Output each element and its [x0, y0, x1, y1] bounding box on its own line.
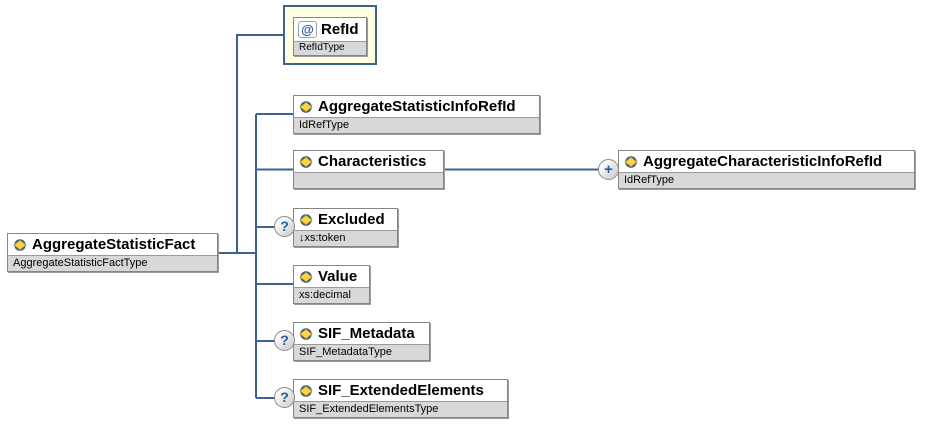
- attribute-name: RefId: [321, 21, 359, 38]
- element-title: AggregateCharacteristicInfoRefId: [619, 151, 914, 172]
- element-icon: [13, 238, 27, 251]
- element-icon: [299, 213, 313, 226]
- attributes-block: @ RefId RefIdType: [283, 5, 377, 65]
- element-title: Excluded: [294, 209, 397, 230]
- element-node-sif-metadata[interactable]: SIF_Metadata SIF_MetadataType: [293, 322, 430, 361]
- element-node-characteristics[interactable]: Characteristics: [293, 150, 444, 189]
- element-type: [294, 172, 443, 188]
- attribute-title: @ RefId: [294, 18, 366, 41]
- element-name: SIF_Metadata: [318, 325, 415, 342]
- element-icon: [299, 100, 313, 113]
- element-name: AggregateCharacteristicInfoRefId: [643, 153, 883, 170]
- element-node-aggregatestatisticfact[interactable]: AggregateStatisticFact AggregateStatisti…: [7, 233, 218, 272]
- element-title: SIF_ExtendedElements: [294, 380, 507, 401]
- element-node-value[interactable]: Value xs:decimal: [293, 265, 370, 304]
- element-type: IdRefType: [619, 172, 914, 188]
- element-title: Value: [294, 266, 369, 287]
- optional-badge[interactable]: ?: [274, 387, 295, 408]
- element-title: AggregateStatisticInfoRefId: [294, 96, 539, 117]
- element-title: SIF_Metadata: [294, 323, 429, 344]
- element-icon: [299, 384, 313, 397]
- element-name: SIF_ExtendedElements: [318, 382, 484, 399]
- optional-badge[interactable]: ?: [274, 216, 295, 237]
- optional-badge[interactable]: ?: [274, 330, 295, 351]
- element-type: xs:decimal: [294, 287, 369, 303]
- element-icon: [299, 327, 313, 340]
- attribute-type: RefIdType: [294, 41, 366, 55]
- element-title: Characteristics: [294, 151, 443, 172]
- element-type: IdRefType: [294, 117, 539, 133]
- element-node-sif-extendedelements[interactable]: SIF_ExtendedElements SIF_ExtendedElement…: [293, 379, 508, 418]
- element-type: SIF_MetadataType: [294, 344, 429, 360]
- element-node-excluded[interactable]: Excluded ↓xs:token: [293, 208, 398, 247]
- element-name: Characteristics: [318, 153, 427, 170]
- attribute-node-refid[interactable]: @ RefId RefIdType: [293, 17, 367, 56]
- element-icon: [624, 155, 638, 168]
- expand-badge[interactable]: +: [598, 159, 619, 180]
- element-type: AggregateStatisticFactType: [8, 255, 217, 271]
- element-type: SIF_ExtendedElementsType: [294, 401, 507, 417]
- element-node-aggregatestatisticinforefid[interactable]: AggregateStatisticInfoRefId IdRefType: [293, 95, 540, 134]
- element-name: AggregateStatisticFact: [32, 236, 196, 253]
- element-type: ↓xs:token: [294, 230, 397, 246]
- element-name: Excluded: [318, 211, 385, 228]
- element-name: AggregateStatisticInfoRefId: [318, 98, 516, 115]
- element-title: AggregateStatisticFact: [8, 234, 217, 255]
- element-icon: [299, 155, 313, 168]
- element-icon: [299, 270, 313, 283]
- element-name: Value: [318, 268, 358, 285]
- element-node-aggregatecharacteristicinforefid[interactable]: AggregateCharacteristicInfoRefId IdRefTy…: [618, 150, 915, 189]
- attribute-at-icon: @: [298, 21, 317, 38]
